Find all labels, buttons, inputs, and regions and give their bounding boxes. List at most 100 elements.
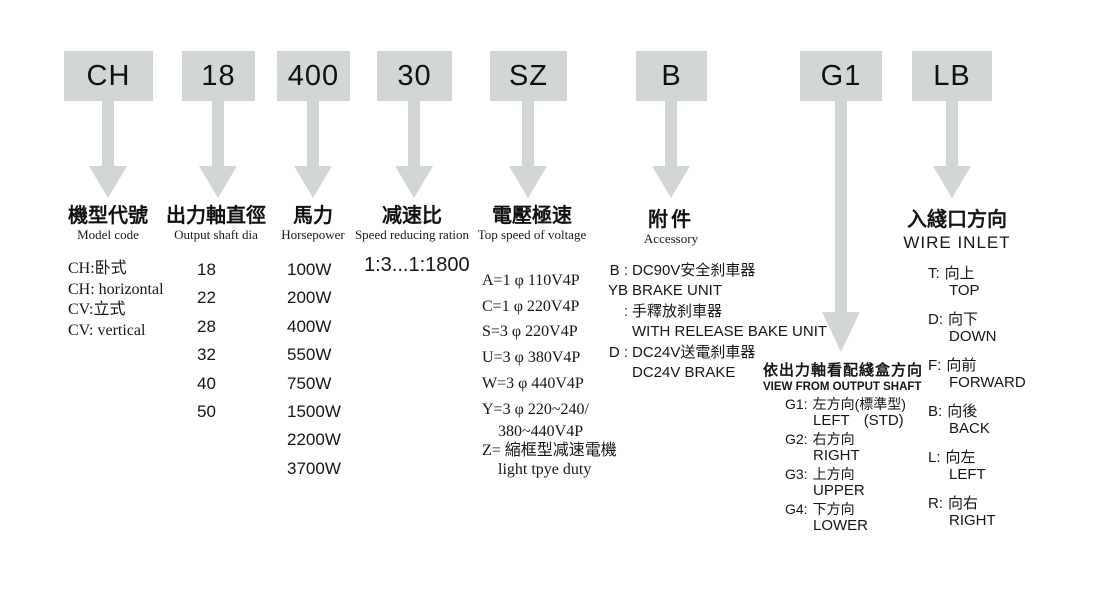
- direction-cn: 向後: [947, 403, 978, 420]
- list-item: 40: [197, 373, 216, 393]
- list-item: L:向左 LEFT: [928, 449, 1026, 483]
- direction-cn: 上方向: [812, 466, 855, 482]
- voltage-list: A=1 φ 110V4P C=1 φ 220V4P S=3 φ 220V4P U…: [482, 268, 617, 479]
- header-model: 機型代號 Model code: [28, 205, 188, 242]
- direction-en: LEFT: [949, 465, 986, 483]
- list-item: U=3 φ 380V4P: [482, 349, 581, 367]
- direction-key: F:: [928, 357, 942, 374]
- direction-cn: 向上: [944, 265, 975, 282]
- list-item: 18: [197, 260, 216, 279]
- header-voltage-title: 電壓極速: [492, 205, 572, 227]
- direction-en: FORWARD: [949, 373, 1026, 391]
- direction-key: R:: [928, 495, 943, 512]
- header-voltage-subtitle: Top speed of voltage: [477, 227, 587, 242]
- header-ratio: 减速比 Speed reducing ration: [332, 205, 492, 242]
- ratio-range-value: 1:3...1:1800: [364, 254, 470, 276]
- direction-key: B:: [928, 403, 943, 420]
- header-terminal-box: 依出力軸看配綫盒方向 VIEW FROM OUTPUT SHAFT: [763, 363, 923, 396]
- list-item: W=3 φ 440V4P: [482, 374, 584, 392]
- list-item: 50: [197, 402, 216, 422]
- list-item: 380~440V4P: [498, 423, 584, 441]
- header-wire-inlet-subtitle: WIRE INLET: [903, 233, 1011, 252]
- list-item: CH: horizontal: [68, 280, 164, 298]
- direction-en: LOWER: [813, 516, 869, 534]
- code-box-ratio: 30: [377, 51, 452, 101]
- direction-key: L:: [928, 449, 941, 466]
- accessory-key: [600, 363, 628, 383]
- list-item: 32: [197, 345, 216, 365]
- list-item: Z= 縮框型减速電機: [482, 442, 617, 460]
- accessory-text: BRAKE UNIT: [632, 282, 723, 300]
- direction-en: LEFT: [813, 411, 850, 429]
- header-ratio-subtitle: Speed reducing ration: [354, 227, 470, 242]
- header-terminal-box-title: 依出力軸看配綫盒方向: [763, 362, 924, 379]
- list-item: S=3 φ 220V4P: [482, 323, 578, 341]
- direction-en: DOWN: [949, 327, 997, 345]
- header-wire-inlet: 入綫口方向 WIRE INLET: [876, 208, 1038, 254]
- header-shaft-subtitle: Output shaft dia: [174, 227, 258, 242]
- direction-cn: 向左: [945, 449, 976, 466]
- code-box-voltage: SZ: [490, 51, 567, 101]
- shaft-dia-list: 18 22 28 32 40 50: [197, 256, 216, 426]
- accessory-text: DC24V BRAKE: [632, 364, 736, 382]
- list-item: 22: [197, 288, 216, 308]
- list-item: A=1 φ 110V4P: [482, 272, 580, 289]
- wire-inlet-list: T:向上 TOP D:向下 DOWN F:向前 FORWARD B:向後 BAC…: [928, 265, 1026, 542]
- list-item: F:向前 FORWARD: [928, 357, 1026, 391]
- accessory-text: 手釋放刹車器: [632, 302, 723, 320]
- list-item: G4:下方向 LOWER: [785, 501, 906, 534]
- list-item: 550W: [287, 345, 332, 365]
- direction-cn: 左方向(標準型): [812, 396, 906, 412]
- header-voltage: 電壓極速 Top speed of voltage: [452, 205, 612, 242]
- list-item: 2200W: [287, 430, 341, 450]
- header-wire-inlet-title: 入綫口方向: [907, 209, 1007, 231]
- accessory-text: WITH RELEASE BAKE UNIT: [632, 323, 828, 341]
- list-item: R:向右 RIGHT: [928, 495, 1026, 529]
- accessory-key: :: [623, 302, 628, 320]
- header-horsepower-title: 馬力: [293, 205, 333, 227]
- code-box-horsepower: 400: [277, 51, 350, 101]
- header-shaft-title: 出力軸直徑: [166, 205, 266, 227]
- list-item: light tpye duty: [498, 461, 592, 479]
- list-item: G3:上方向 UPPER: [785, 466, 906, 499]
- direction-en: RIGHT: [813, 446, 860, 464]
- header-accessory-title: 附件: [648, 209, 694, 231]
- accessory-text: DC90V安全刹車器: [632, 262, 756, 279]
- direction-cn: 右方向: [812, 431, 855, 447]
- direction-key: T:: [928, 265, 940, 282]
- terminal-direction-list: G1:左方向(標準型) LEFT(STD) G2:右方向 RIGHT G3:上方…: [785, 396, 906, 536]
- accessory-key: D :: [608, 343, 628, 361]
- header-horsepower-subtitle: Horsepower: [281, 227, 345, 242]
- direction-key: G3:: [785, 466, 808, 482]
- direction-key: G4:: [785, 501, 808, 517]
- header-accessory-subtitle: Accessory: [643, 231, 699, 246]
- list-item: B:向後 BACK: [928, 403, 1026, 437]
- list-item: G2:右方向 RIGHT: [785, 431, 906, 464]
- list-item: Y=3 φ 220~240/: [482, 400, 589, 418]
- list-item: D: 向下 DOWN: [928, 311, 1026, 345]
- list-item: C=1 φ 220V4P: [482, 297, 580, 315]
- direction-en: RIGHT: [949, 511, 996, 529]
- code-box-accessory: B: [636, 51, 707, 101]
- direction-en: UPPER: [813, 481, 865, 499]
- direction-key: D:: [928, 311, 943, 328]
- accessory-key: YB: [607, 282, 628, 300]
- header-shaft: 出力軸直徑 Output shaft dia: [136, 205, 296, 242]
- direction-en: BACK: [949, 419, 990, 437]
- header-accessory: 附件 Accessory: [601, 209, 741, 246]
- list-item: 200W: [287, 288, 332, 308]
- model-options-list: CH:卧式 CH: horizontal CV:立式 CV: vertical: [68, 259, 164, 341]
- list-item: 3700W: [287, 458, 341, 478]
- list-item: G1:左方向(標準型) LEFT(STD): [785, 396, 906, 429]
- accessory-text: DC24V送電刹車器: [632, 343, 756, 361]
- list-item: 1500W: [287, 402, 341, 422]
- code-box-wire: LB: [912, 51, 992, 101]
- header-horsepower: 馬力 Horsepower: [243, 205, 383, 242]
- list-item: 100W: [287, 260, 332, 279]
- list-item: CH:卧式: [68, 260, 127, 277]
- code-box-terminal: G1: [800, 51, 882, 101]
- direction-cn: 向下: [948, 311, 979, 328]
- horsepower-list: 100W 200W 400W 550W 750W 1500W 2200W 370…: [287, 256, 341, 483]
- direction-key: G1:: [785, 396, 808, 412]
